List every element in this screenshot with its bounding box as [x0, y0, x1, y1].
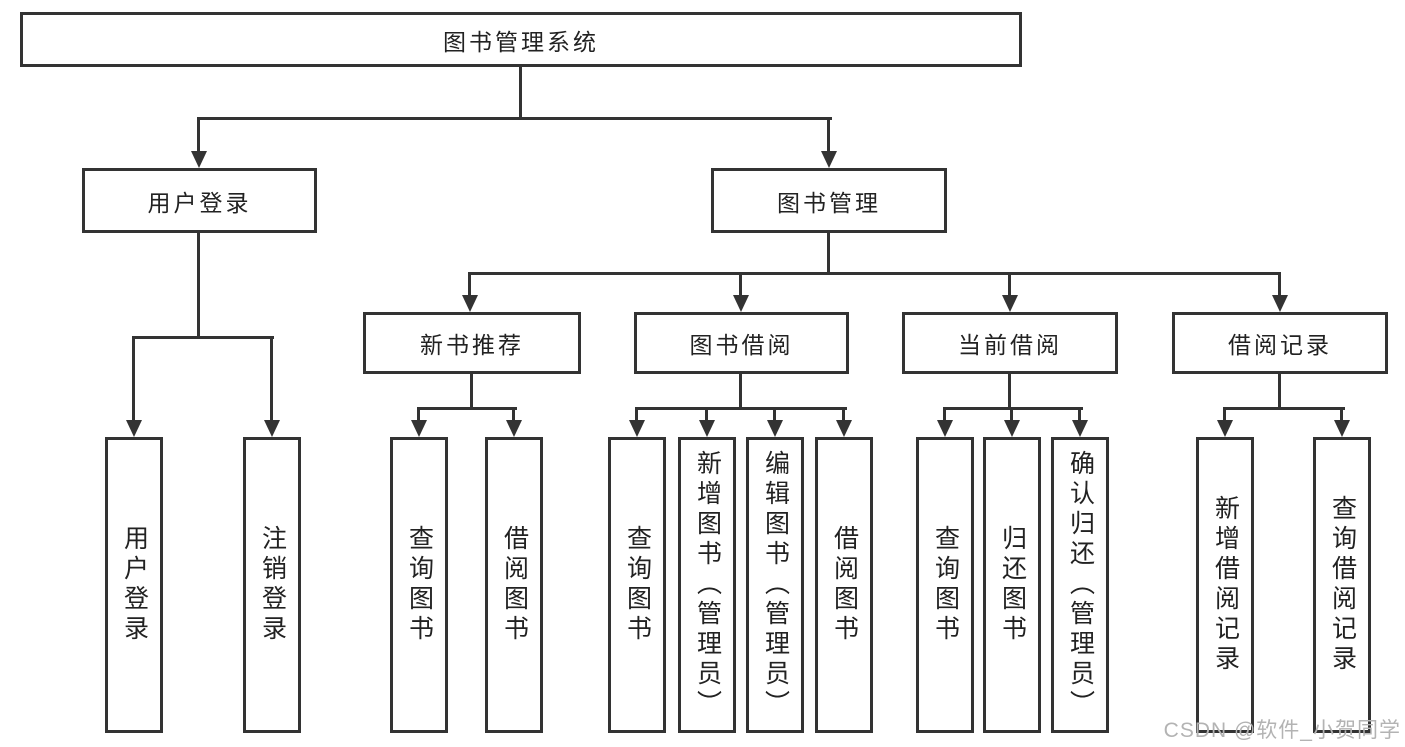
node-new-book-recommend: 新书推荐	[363, 312, 581, 374]
connector-line	[468, 272, 1281, 275]
node-recommend-query-books: 查询图书	[390, 437, 448, 733]
arrowhead-down-icon	[699, 420, 715, 437]
arrowhead-down-icon	[1072, 420, 1088, 437]
connector-line	[270, 336, 273, 421]
node-borrowing-borrow-books: 借阅图书	[815, 437, 873, 733]
node-borrowing-records: 借阅记录	[1172, 312, 1388, 374]
node-login-label: 用户登录	[120, 525, 149, 645]
node-login: 用户登录	[105, 437, 163, 733]
connector-line	[1010, 407, 1013, 421]
csdn-watermark: CSDN @软件_小贺同学	[1163, 719, 1401, 742]
connector-line	[197, 117, 832, 120]
connector-line	[827, 117, 830, 153]
arrowhead-down-icon	[821, 151, 837, 168]
connector-line	[417, 407, 420, 421]
connector-line	[512, 407, 515, 421]
node-borrowing-add-books: 新增图书（管理员）	[678, 437, 736, 733]
node-user-login: 用户登录	[82, 168, 317, 233]
connector-line	[635, 407, 847, 410]
node-records-add-record: 新增借阅记录	[1196, 437, 1254, 733]
arrowhead-down-icon	[1217, 420, 1233, 437]
connector-line	[1278, 272, 1281, 296]
connector-line	[1340, 407, 1343, 421]
connector-line	[1223, 407, 1226, 421]
node-user-login-label: 用户登录	[147, 189, 252, 216]
arrowhead-down-icon	[1004, 420, 1020, 437]
node-recommend-borrow-books: 借阅图书	[485, 437, 543, 733]
connector-line	[635, 407, 638, 421]
arrowhead-down-icon	[126, 420, 142, 437]
node-records-add-record-label: 新增借阅记录	[1211, 495, 1240, 675]
connector-line	[827, 232, 830, 275]
node-recommend-borrow-books-label: 借阅图书	[500, 525, 529, 645]
connector-line	[705, 407, 708, 421]
connector-line	[197, 232, 200, 339]
arrowhead-down-icon	[733, 295, 749, 312]
connector-line	[773, 407, 776, 421]
arrowhead-down-icon	[264, 420, 280, 437]
connector-line	[739, 272, 742, 296]
connector-line	[1078, 407, 1081, 421]
node-book-borrowing: 图书借阅	[634, 312, 849, 374]
node-book-management-label: 图书管理	[777, 189, 881, 216]
node-current-borrowing: 当前借阅	[902, 312, 1118, 374]
connector-line	[1223, 407, 1345, 410]
arrowhead-down-icon	[1272, 295, 1288, 312]
node-current-query-books-label: 查询图书	[931, 525, 960, 645]
connector-line	[1008, 272, 1011, 296]
connector-line	[519, 66, 522, 120]
connector-line	[1278, 373, 1281, 410]
node-borrowing-records-label: 借阅记录	[1228, 332, 1332, 358]
arrowhead-down-icon	[937, 420, 953, 437]
arrowhead-down-icon	[767, 420, 783, 437]
node-current-return-books-label: 归还图书	[998, 525, 1027, 645]
connector-line	[468, 272, 471, 296]
connector-line	[132, 336, 135, 421]
connector-line	[739, 373, 742, 410]
node-new-book-recommend-label: 新书推荐	[420, 332, 524, 358]
node-records-query-record: 查询借阅记录	[1313, 437, 1371, 733]
connector-line	[943, 407, 1083, 410]
arrowhead-down-icon	[411, 420, 427, 437]
node-borrowing-borrow-books-label: 借阅图书	[830, 525, 859, 645]
arrowhead-down-icon	[462, 295, 478, 312]
node-borrowing-edit-books-label: 编辑图书（管理员）	[761, 450, 790, 720]
node-current-query-books: 查询图书	[916, 437, 974, 733]
arrowhead-down-icon	[506, 420, 522, 437]
arrowhead-down-icon	[629, 420, 645, 437]
node-recommend-query-books-label: 查询图书	[405, 525, 434, 645]
connector-line	[943, 407, 946, 421]
node-root-label: 图书管理系统	[443, 28, 599, 55]
node-book-management: 图书管理	[711, 168, 947, 233]
arrowhead-down-icon	[1334, 420, 1350, 437]
node-root: 图书管理系统	[20, 12, 1022, 67]
arrowhead-down-icon	[1002, 295, 1018, 312]
node-current-confirm-return-label: 确认归还（管理员）	[1066, 450, 1095, 720]
node-current-return-books: 归还图书	[983, 437, 1041, 733]
connector-line	[417, 407, 517, 410]
connector-line	[197, 117, 200, 153]
node-borrowing-query-books-label: 查询图书	[623, 525, 652, 645]
arrowhead-down-icon	[836, 420, 852, 437]
node-current-confirm-return: 确认归还（管理员）	[1051, 437, 1109, 733]
node-logout: 注销登录	[243, 437, 301, 733]
connector-line	[470, 373, 473, 410]
connector-line	[132, 336, 274, 339]
node-book-borrowing-label: 图书借阅	[689, 332, 794, 358]
node-borrowing-add-books-label: 新增图书（管理员）	[693, 450, 722, 720]
connector-line	[1008, 373, 1011, 410]
node-current-borrowing-label: 当前借阅	[958, 332, 1062, 358]
node-borrowing-query-books: 查询图书	[608, 437, 666, 733]
node-records-query-record-label: 查询借阅记录	[1328, 495, 1357, 675]
connector-line	[842, 407, 845, 421]
node-borrowing-edit-books: 编辑图书（管理员）	[746, 437, 804, 733]
arrowhead-down-icon	[191, 151, 207, 168]
node-logout-label: 注销登录	[258, 525, 287, 645]
